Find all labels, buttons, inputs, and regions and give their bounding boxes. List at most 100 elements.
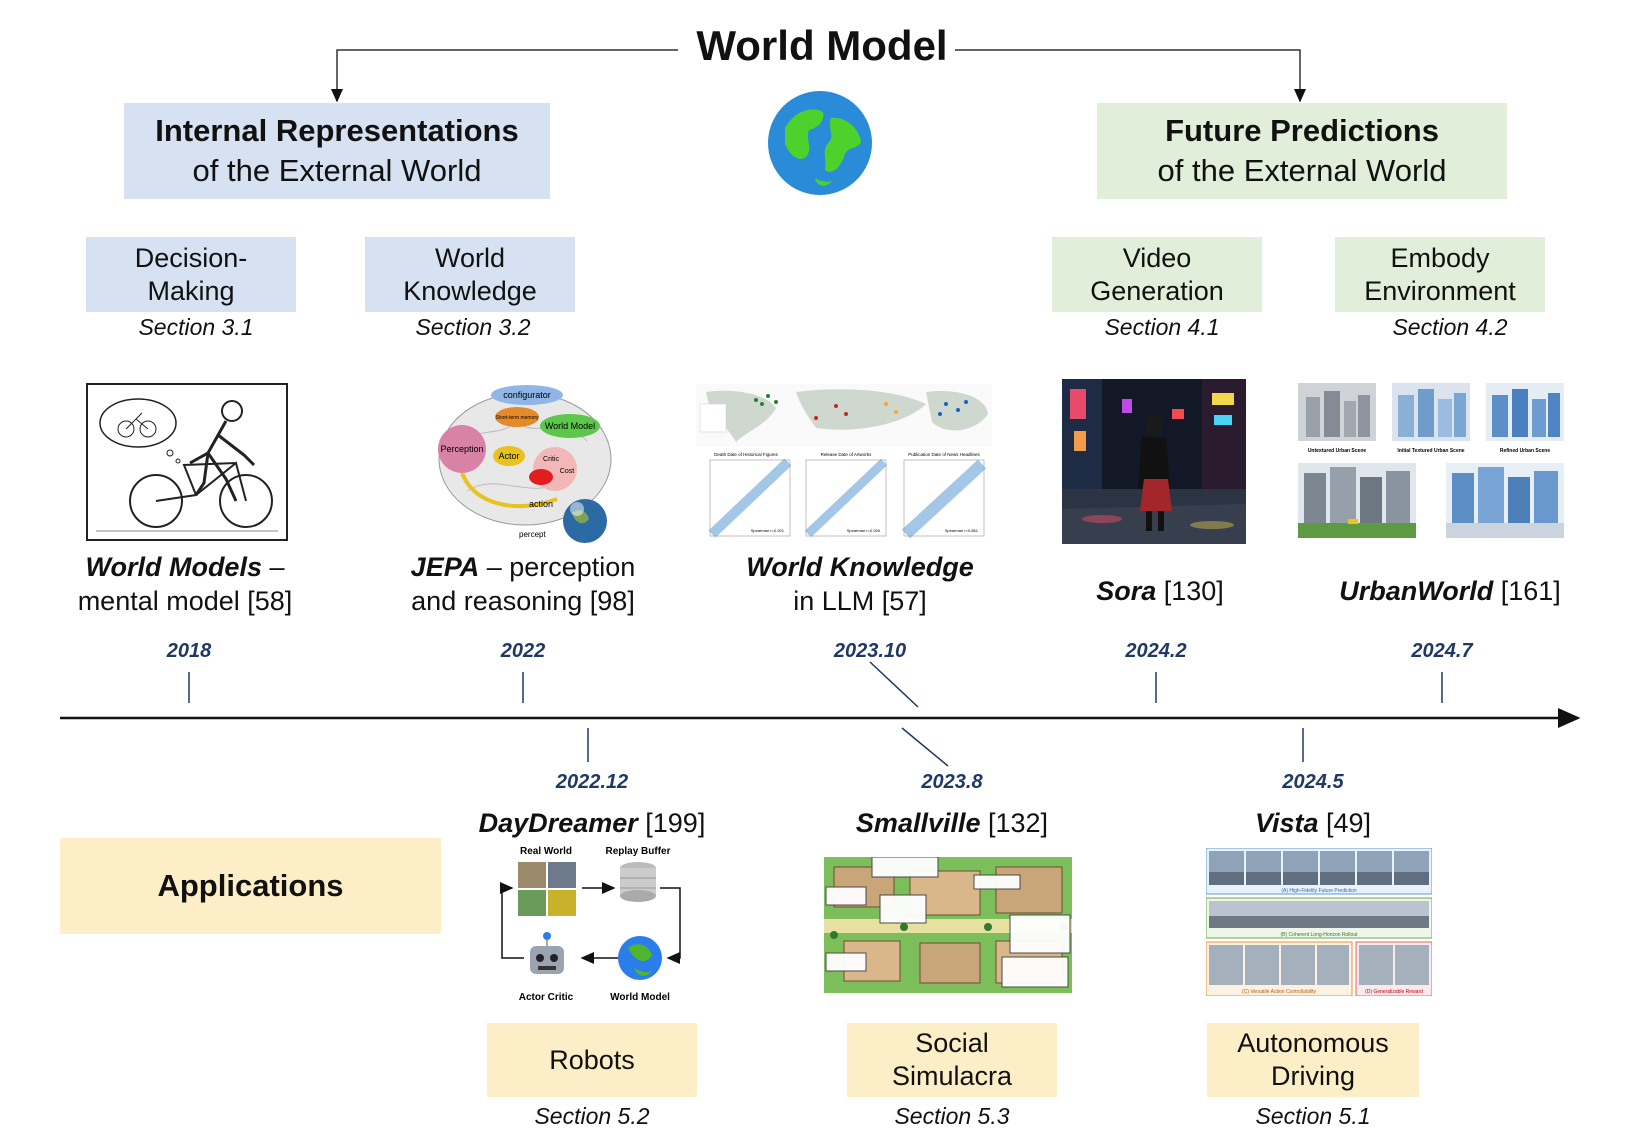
dd-world-model-label: World Model	[610, 992, 670, 1003]
daydreamer-loop-image: Real World Replay Buffer Actor Critic Wo…	[500, 846, 681, 1003]
section-5-1: Section 5.1	[1255, 1103, 1371, 1129]
paper-urbanworld: UrbanWorld [161]	[1300, 574, 1600, 608]
year-2024-7: 2024.7	[1411, 640, 1473, 662]
category-label: Video	[1122, 242, 1192, 273]
jepa-perception-label: Perception	[440, 444, 483, 454]
connector-to-future	[955, 49, 1306, 103]
year-2022: 2022	[500, 640, 546, 662]
application-label: Social	[915, 1028, 989, 1058]
section-5-3: Section 5.3	[894, 1103, 1010, 1129]
earth-globe-icon	[768, 91, 872, 195]
category-label: Embody	[1390, 242, 1490, 273]
jepa-world-model-label: World Model	[545, 421, 595, 431]
jepa-memory-label: Short-term memory	[495, 415, 539, 421]
paper-title-line2: in LLM [57]	[793, 586, 927, 616]
year-2018: 2018	[166, 640, 212, 662]
paper-world-models: World Models – mental model [58]	[40, 550, 330, 618]
year-2024-2: 2024.2	[1125, 640, 1187, 662]
jepa-action-label: action	[529, 499, 553, 509]
paper-name: Smallville	[855, 808, 981, 838]
dd-actor-critic-label: Actor Critic	[519, 992, 574, 1003]
category-world-knowledge: World Knowledge	[365, 237, 575, 312]
urbanworld-label-untextured: Untextured Urban Scene	[1308, 448, 1367, 454]
jepa-configurator-label: configurator	[503, 390, 551, 400]
tick-2023-10	[869, 661, 919, 708]
paper-jepa: JEPA – perception and reasoning [98]	[370, 550, 676, 618]
section-4-2: Section 4.2	[1392, 314, 1508, 340]
year-2023-8: 2023.8	[921, 771, 983, 793]
paper-smallville: Smallville [132]	[792, 806, 1112, 840]
paper-title-rest: [49]	[1318, 808, 1372, 838]
section-3-2: Section 3.2	[415, 314, 531, 340]
internal-line1: Internal Representations	[155, 113, 519, 148]
page-title: World Model	[696, 22, 948, 69]
vista-label-b: (B) Coherent Long-Horizon Rollout	[1281, 932, 1359, 938]
category-label: Making	[147, 275, 235, 306]
paper-title-rest: [130]	[1156, 576, 1224, 606]
urbanworld-label-initial: Initial Textured Urban Scene	[1397, 448, 1464, 454]
sora-video-frame-image	[1062, 379, 1246, 544]
future-line2: of the External World	[1157, 153, 1447, 188]
vista-label-d: (D) Generalizable Reward	[1365, 989, 1423, 995]
application-social-simulacra-box: Social Simulacra	[847, 1023, 1057, 1097]
paper-title-rest: [132]	[980, 808, 1049, 838]
application-label: Autonomous	[1237, 1028, 1389, 1058]
urbanworld-label-refined: Refined Urban Scene	[1500, 448, 1551, 454]
smallville-map-image	[824, 857, 1072, 993]
year-2022-12: 2022.12	[555, 771, 629, 793]
year-2024-5: 2024.5	[1282, 771, 1344, 793]
jepa-percept-label: percept	[519, 530, 546, 539]
category-label: Knowledge	[403, 275, 537, 306]
vista-label-c: (C) Versatile Action Controllability	[1242, 989, 1316, 995]
section-5-2: Section 5.2	[534, 1103, 650, 1129]
category-label: Generation	[1090, 275, 1224, 306]
future-predictions-box: Future Predictions of the External World	[1097, 103, 1507, 199]
paper-title-rest: – perception	[479, 552, 636, 582]
category-label: World	[434, 242, 506, 273]
category-label: Environment	[1364, 275, 1516, 306]
wk-plot2-spearman: Spearman r=0.926	[847, 528, 881, 533]
application-label: Driving	[1270, 1061, 1356, 1091]
paper-title-line2: mental model [58]	[77, 586, 293, 616]
paper-sora: Sora [130]	[1040, 574, 1280, 608]
internal-representations-box: Internal Representations of the External…	[124, 103, 550, 199]
tick-2023-8	[901, 727, 949, 767]
urbanworld-scenes-image: Untextured Urban Scene Initial Textured …	[1298, 383, 1564, 538]
section-4-1: Section 4.1	[1104, 314, 1220, 340]
category-embody-environment: Embody Environment	[1335, 237, 1545, 312]
jepa-cost-label: Cost	[560, 468, 574, 475]
internal-line2: of the External World	[192, 153, 482, 188]
paper-name: World Models	[85, 552, 262, 582]
world-knowledge-plots-image: Death Date of Historical Figures Spearma…	[696, 384, 992, 539]
application-robots-box: Robots	[487, 1023, 697, 1097]
jepa-brain-diagram-image: configurator Short-term memory World Mod…	[438, 385, 612, 543]
section-3-1: Section 3.1	[138, 314, 254, 340]
dd-replay-buffer-label: Replay Buffer	[605, 846, 670, 857]
year-2023-10: 2023.10	[833, 640, 907, 662]
future-line1: Future Predictions	[1165, 113, 1439, 148]
paper-name: UrbanWorld	[1339, 576, 1494, 606]
wk-plot2-title: Release Date of Artworks	[821, 452, 873, 457]
application-label: Simulacra	[891, 1061, 1013, 1091]
jepa-critic-label: Critic	[543, 456, 559, 463]
wk-plot1-spearman: Spearman r=0.921	[751, 528, 785, 533]
paper-name: JEPA	[410, 552, 480, 582]
paper-name: DayDreamer	[478, 808, 638, 838]
paper-name: Sora	[1096, 576, 1157, 606]
dd-real-world-label: Real World	[520, 846, 572, 857]
wk-plot3-spearman: Spearman r=0.861	[945, 528, 979, 533]
applications-label: Applications	[157, 868, 344, 903]
jepa-actor-label: Actor	[498, 451, 519, 461]
paper-title-rest: –	[261, 552, 285, 582]
paper-title-rest: [161]	[1493, 576, 1561, 606]
paper-title-line2: and reasoning [98]	[411, 586, 635, 616]
application-autonomous-driving-box: Autonomous Driving	[1207, 1023, 1419, 1097]
paper-name: World Knowledge	[746, 552, 974, 582]
wk-plot1-title: Death Date of Historical Figures	[714, 452, 779, 457]
connector-to-internal	[331, 49, 678, 103]
category-video-generation: Video Generation	[1052, 237, 1262, 312]
category-label: Decision-	[134, 242, 248, 273]
paper-vista: Vista [49]	[1153, 806, 1473, 840]
paper-title-rest: [199]	[637, 808, 706, 838]
